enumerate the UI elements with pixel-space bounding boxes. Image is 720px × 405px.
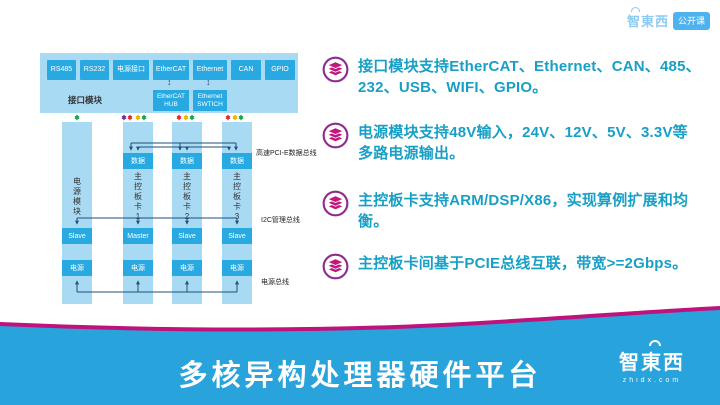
power-bus-label: 电源总线: [261, 279, 289, 286]
bullet-text: 主控板卡支持ARM/DSP/X86，实现算例扩展和均衡。: [358, 190, 714, 232]
port-gpio: GPIO: [265, 60, 295, 80]
updown-arrow-icon: ↕: [206, 77, 211, 87]
port-power: 电源接口: [113, 60, 149, 80]
block-power: 电源: [123, 260, 153, 276]
layers-icon: [322, 122, 349, 149]
header-logo: 智東西 公开课: [626, 7, 710, 31]
i2c-bus-label: I2C管理总线: [261, 217, 300, 224]
column-title: 主控板卡1: [133, 172, 143, 223]
column-power-module: 电源模块 Slave 电源: [62, 122, 92, 304]
brand-text: 智東西: [619, 352, 685, 374]
brand-text: 智東西: [626, 14, 669, 29]
interface-module-label: 接口模块: [68, 95, 103, 105]
bullet-text: 电源模块支持48V输入，24V、12V、5V、3.3V等 多路电源输出。: [358, 122, 688, 164]
brand-url: zhidx.com: [622, 377, 682, 384]
block-data: 数据: [123, 153, 153, 169]
port-can: CAN: [231, 60, 261, 80]
column-board-1: 数据 主控板卡1 Master 电源: [123, 122, 153, 304]
bullet-line: 接口模块支持EtherCAT、Ethernet、CAN、485、: [358, 58, 701, 75]
interface-module-panel: RS485 RS232 电源接口 EtherCAT Ethernet CAN G…: [40, 53, 298, 113]
column-title: 主控板卡2: [182, 172, 192, 223]
open-class-badge: 公开课: [672, 12, 710, 30]
layers-icon: [322, 190, 349, 217]
layers-icon: [322, 253, 349, 280]
bullet-boards: 主控板卡支持ARM/DSP/X86，实现算例扩展和均衡。: [322, 190, 714, 232]
column-title: 主控板卡3: [232, 172, 242, 223]
footer-banner: [0, 306, 720, 405]
column-board-2: 数据 主控板卡2 Slave 电源: [172, 122, 202, 304]
bullet-interface: 接口模块支持EtherCAT、Ethernet、CAN、485、 232、USB…: [322, 56, 714, 98]
block-power: 电源: [222, 260, 252, 276]
wifi-arc-icon: [649, 340, 661, 346]
column-board-3: 数据 主控板卡3 Slave 电源: [222, 122, 252, 304]
bullet-pcie: 主控板卡间基于PCIE总线互联，带宽>=2Gbps。: [322, 253, 714, 280]
bullet-line: 电源模块支持48V输入，24V、12V、5V、3.3V等: [358, 124, 688, 141]
bullet-line: 232、USB、WIFI、GPIO。: [358, 79, 548, 96]
box-ethernet-switch: Ethernet SWTICH: [193, 90, 227, 111]
block-power: 电源: [172, 260, 202, 276]
footer-logo: 智東西 zhidx.com: [602, 340, 702, 384]
block-data: 数据: [222, 153, 252, 169]
port-rs232: RS232: [80, 60, 109, 80]
slide-title: 多核异构处理器硬件平台: [178, 360, 542, 392]
box-ethercat-hub: EtherCAT HUB: [153, 90, 189, 111]
wifi-arc-icon: [630, 7, 640, 12]
brand-mark: 智東西: [619, 340, 685, 375]
block-master: Master: [123, 228, 153, 244]
port-ethercat: EtherCAT: [153, 60, 189, 80]
port-ethernet: Ethernet: [193, 60, 227, 80]
bullet-line: 主控板卡间基于PCIE总线互联，带宽>=2Gbps。: [358, 255, 688, 272]
pcie-bus-label: 高速PCI-E数据总线: [256, 150, 317, 157]
block-power: 电源: [62, 260, 92, 276]
bullet-line: 多路电源输出。: [358, 145, 465, 162]
block-data: 数据: [172, 153, 202, 169]
bullet-power: 电源模块支持48V输入，24V、12V、5V、3.3V等 多路电源输出。: [322, 122, 714, 164]
brand-mark: 智東西: [626, 7, 669, 31]
updown-arrow-icon: ↕: [167, 77, 172, 87]
block-slave: Slave: [222, 228, 252, 244]
port-rs485: RS485: [47, 60, 76, 80]
block-slave: Slave: [172, 228, 202, 244]
column-title: 电源模块: [72, 177, 82, 217]
bullet-text: 接口模块支持EtherCAT、Ethernet、CAN、485、 232、USB…: [358, 56, 701, 98]
bullet-text: 主控板卡间基于PCIE总线互联，带宽>=2Gbps。: [358, 253, 687, 274]
block-slave: Slave: [62, 228, 92, 244]
bullet-line: 主控板卡支持ARM/DSP/X86，实现算例扩展和均衡。: [358, 192, 689, 230]
layers-icon: [322, 56, 349, 83]
